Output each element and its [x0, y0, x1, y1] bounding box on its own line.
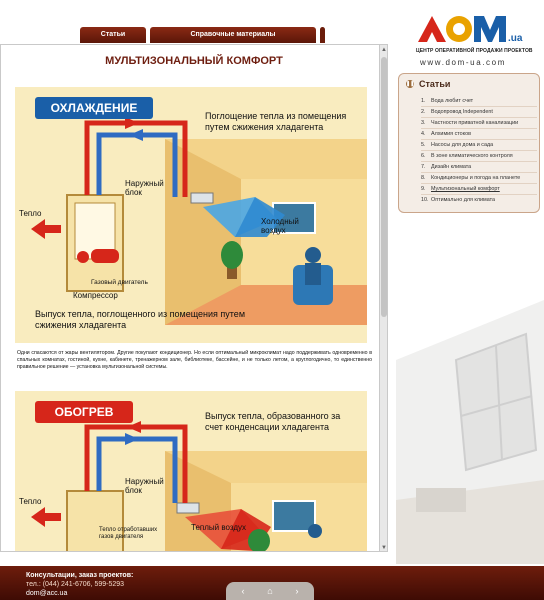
sidebar-item[interactable]: 8. Кондиционеры и погода на планете	[421, 173, 537, 184]
article-body: Одни спасаются от жары вентилятором. Дру…	[17, 350, 372, 371]
sidebar-item-number: 1.	[421, 98, 426, 104]
sidebar-item-label: Водопровод Independent	[431, 109, 493, 115]
sidebar-item-label: Кондиционеры и погода на планете	[431, 175, 521, 181]
sidebar-item-number: 3.	[421, 120, 426, 126]
sidebar-item-label: Мультизональный комфорт	[431, 186, 500, 192]
sidebar-item-number: 2.	[421, 109, 426, 115]
sidebar-item-number: 10.	[421, 197, 429, 203]
home-icon[interactable]: ⌂	[267, 586, 273, 596]
sidebar-item-label: Частности приватной канализации	[431, 120, 519, 126]
sidebar-item-label: Насосы для дома и сада	[431, 142, 494, 148]
tab-end-cap	[320, 27, 325, 43]
content-scrollbar[interactable]: ▲ ▼	[379, 45, 387, 551]
sidebar-header: ❚❚ Статьи	[406, 79, 451, 89]
heating-outdoor-label: Наружный блок	[125, 477, 164, 495]
sidebar-list: 1. Вода любит счет 2. Водопровод Independe…	[421, 96, 537, 206]
sidebar-item-label: Алхимия стоков	[431, 131, 471, 137]
articles-sidebar: ❚❚ Статьи 1. Вода любит счет 2. Водопровод…	[398, 73, 540, 213]
footer-phone: тел.: (044) 241-6706, 599-5293	[26, 581, 125, 588]
page-navigation: ‹ ⌂ ›	[226, 582, 314, 600]
tab-reference-materials[interactable]: Справочные материалы	[150, 27, 316, 43]
sidebar-item-number: 9.	[421, 186, 426, 192]
sidebar-item-number: 6.	[421, 153, 426, 159]
sidebar-item[interactable]: 4. Алхимия стоков	[421, 129, 537, 140]
sidebar-item-label: Вода любит счет	[431, 98, 474, 104]
sidebar-item[interactable]: 3. Частности приватной канализации	[421, 118, 537, 129]
sidebar-item[interactable]: 6. В зоне климатического контроля	[421, 151, 537, 162]
sidebar-item[interactable]: 1. Вода любит счет	[421, 96, 537, 107]
scroll-up-icon[interactable]: ▲	[381, 47, 387, 53]
cooling-cold-air-label: Холодный воздух	[261, 217, 299, 235]
dom-ua-logo-mark: .ua	[418, 16, 523, 44]
cooling-absorb-label: Поглощение тепла из помещения путем сжиж…	[205, 111, 347, 132]
sidebar-item[interactable]: 2. Водопровод Independent	[421, 107, 537, 118]
sidebar-item-label: В зоне климатического контроля	[431, 153, 513, 159]
pause-icon: ❚❚	[406, 80, 415, 88]
sidebar-item-number: 5.	[421, 142, 426, 148]
cooling-compressor-label: Компрессор	[73, 291, 118, 300]
prev-icon[interactable]: ‹	[241, 586, 245, 596]
scroll-thumb[interactable]	[381, 57, 387, 317]
sidebar-item-number: 7.	[421, 164, 426, 170]
site-logo[interactable]: .ua ЦЕНТР ОПЕРАТИВНОЙ ПРОДАЖИ ПРОЕКТОВ w…	[416, 12, 536, 72]
logo-tagline: ЦЕНТР ОПЕРАТИВНОЙ ПРОДАЖИ ПРОЕКТОВ	[416, 48, 533, 54]
cooling-diagram: ОХЛАЖДЕНИЕ Поглощение тепла из помещения…	[15, 87, 367, 343]
heating-badge: ОБОГРЕВ	[54, 405, 114, 419]
article-content: МУЛЬТИЗОНАЛЬНЫЙ КОМФОРТ	[0, 44, 388, 552]
heating-heat-label: Тепло	[19, 497, 42, 506]
cooling-badge: ОХЛАЖДЕНИЕ	[50, 101, 138, 115]
cooling-heat-label: Тепло	[19, 209, 42, 218]
sidebar-item-number: 4.	[421, 131, 426, 137]
sidebar-item-number: 8.	[421, 175, 426, 181]
heating-warm-air-label: Теплый воздух	[191, 523, 247, 532]
heating-exhaust-label: Тепло отработавших газов двигателя	[99, 527, 158, 540]
footer-email[interactable]: dom@acc.ua	[26, 590, 68, 597]
heating-release-label: Выпуск тепла, образованного за счет конд…	[205, 411, 341, 432]
decorative-room-image	[396, 300, 544, 564]
scroll-down-icon[interactable]: ▼	[381, 545, 387, 551]
sidebar-item-label: Дизайн климата	[431, 164, 472, 170]
heating-diagram: ОБОГРЕВ Выпуск тепла, образованного за с…	[15, 391, 367, 551]
sidebar-item[interactable]: 10.Оптимально для климата	[421, 195, 537, 206]
tab-articles[interactable]: Статьи	[80, 27, 146, 43]
next-icon[interactable]: ›	[295, 586, 299, 596]
logo-url[interactable]: www.dom-ua.com	[420, 58, 506, 67]
page-title: МУЛЬТИЗОНАЛЬНЫЙ КОМФОРТ	[105, 55, 283, 67]
cooling-release-label: Выпуск тепла, поглощенного из помещения …	[35, 309, 246, 330]
sidebar-title: Статьи	[419, 79, 451, 89]
footer-consult-label: Консультации, заказ проектов:	[26, 572, 134, 579]
sidebar-item-label: Оптимально для климата	[431, 197, 495, 203]
cooling-outdoor-label: Наружный блок	[125, 179, 164, 197]
sidebar-item[interactable]: 5. Насосы для дома и сада	[421, 140, 537, 151]
cooling-gas-engine-label: Газовый двигатель	[91, 279, 148, 286]
sidebar-item[interactable]: 9. Мультизональный комфорт	[421, 184, 537, 195]
sidebar-item[interactable]: 7. Дизайн климата	[421, 162, 537, 173]
svg-text:.ua: .ua	[508, 33, 523, 44]
